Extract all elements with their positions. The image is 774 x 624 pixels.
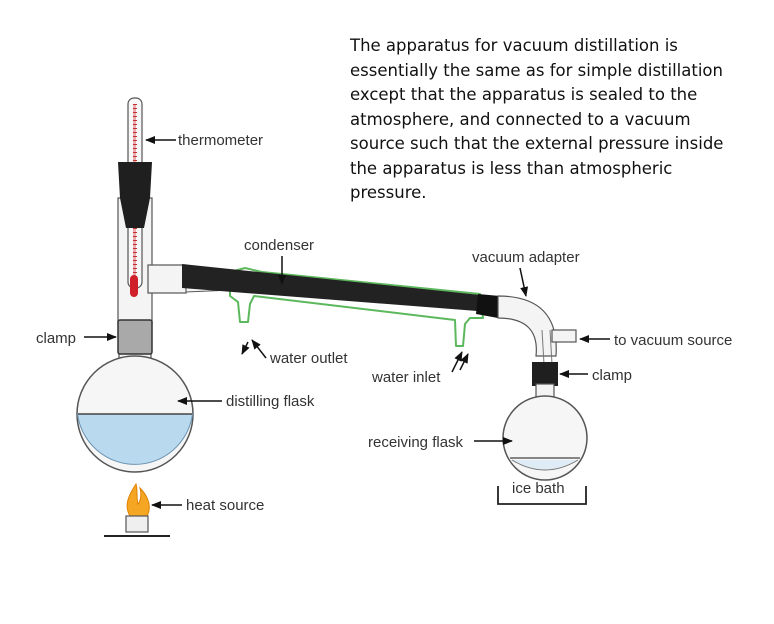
label-receiving-flask: receiving flask bbox=[368, 434, 464, 451]
condenser bbox=[182, 264, 500, 347]
ice-bath bbox=[497, 486, 587, 505]
description-line: source such that the external pressure i… bbox=[350, 134, 724, 153]
description-line: except that the apparatus is sealed to t… bbox=[350, 85, 698, 104]
label-water-inlet: water inlet bbox=[371, 369, 441, 386]
flask-liquid bbox=[76, 413, 194, 465]
label-ice-bath: ice bath bbox=[512, 480, 565, 497]
label-arrows bbox=[84, 136, 610, 509]
clamp-left bbox=[117, 319, 153, 355]
label-clamp-left: clamp bbox=[36, 330, 76, 347]
label-thermometer: thermometer bbox=[178, 132, 263, 149]
clamp-right bbox=[532, 362, 558, 386]
condenser-inner-tube bbox=[182, 264, 490, 312]
heat-source bbox=[104, 482, 170, 537]
thermometer-adapter bbox=[118, 162, 152, 228]
label-vacuum-adapter: vacuum adapter bbox=[472, 249, 580, 266]
label-condenser: condenser bbox=[244, 237, 314, 254]
description-paragraph: The apparatus for vacuum distillation is… bbox=[350, 34, 750, 206]
thermometer-bulb bbox=[130, 275, 138, 297]
label-water-outlet: water outlet bbox=[269, 350, 348, 367]
vacuum-adapter bbox=[497, 295, 577, 365]
water-jacket bbox=[229, 267, 484, 347]
description-line: The apparatus for vacuum distillation is bbox=[350, 36, 678, 55]
label-heat-source: heat source bbox=[186, 497, 264, 514]
label-clamp-right: clamp bbox=[592, 367, 632, 384]
label-distilling-flask: distilling flask bbox=[226, 393, 315, 410]
distilling-flask bbox=[76, 351, 194, 473]
description-line: pressure. bbox=[350, 183, 427, 202]
flame-icon bbox=[126, 482, 150, 521]
label-to-vacuum-source: to vacuum source bbox=[614, 332, 732, 349]
description-line: essentially the same as for simple disti… bbox=[350, 60, 723, 80]
description-line: atmosphere, and connected to a vacuum bbox=[350, 109, 691, 129]
thermometer bbox=[118, 97, 152, 297]
description-line: the apparatus is less than atmospheric bbox=[350, 158, 673, 178]
receiving-flask bbox=[502, 383, 588, 481]
